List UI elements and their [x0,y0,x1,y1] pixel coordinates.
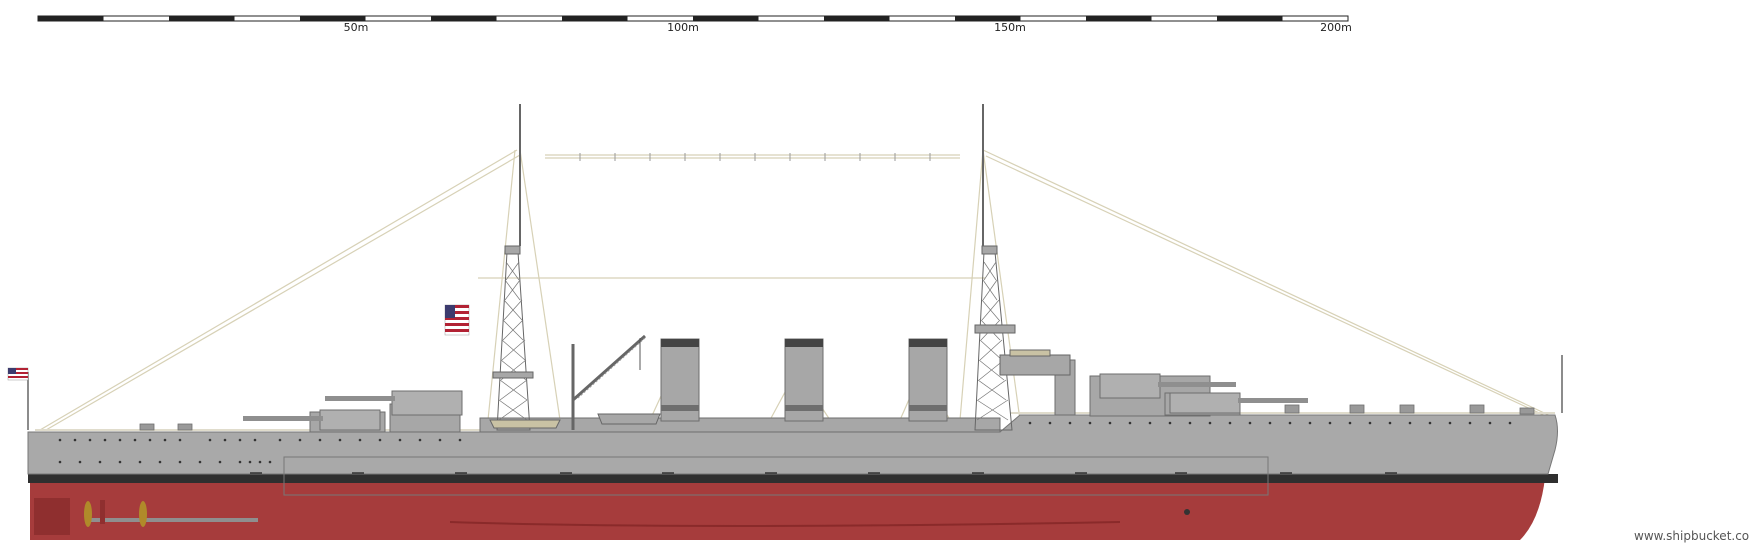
propeller-shaft [88,518,258,522]
boot-top [28,474,1558,483]
rudder [100,500,105,524]
scale-label-200m: 200m [1320,21,1352,34]
turret-aft-1 [243,409,381,431]
portholes [58,421,1512,464]
hull-upper [27,414,1558,475]
hull [27,414,1558,540]
propulsion [84,500,258,527]
funnel-1 [660,338,700,422]
funnel-2 [784,338,824,422]
armor-belt [283,456,1269,496]
hull-fitting [1184,509,1190,515]
credit-text: www.shipbucket.com [1634,529,1750,543]
jackstaffs [27,355,1563,430]
turret-fwd-2 [1169,392,1308,414]
ensign-flag-icon [7,367,29,381]
main-turrets [243,373,1308,431]
scale-label-150m: 150m [994,21,1026,34]
scale-label-50m: 50m [344,21,369,34]
ships-boats [489,413,661,429]
stern-skeg [34,498,70,535]
propeller-icon [139,501,147,527]
turret-aft-2 [325,390,463,416]
hull-lower [30,478,1545,540]
antenna-spreader-ticks [579,153,931,161]
forward-lattice-mast [974,104,1071,431]
hull-bilge-line [449,521,1121,527]
secondary-fittings [139,404,1535,431]
us-flag-icon [444,304,470,336]
aft-lattice-mast [492,104,534,431]
turret-fwd-1 [1099,373,1236,399]
scale-label-100m: 100m [667,21,699,34]
scale-bar: 50m 100m 150m 200m [37,15,1352,34]
boat-crane [571,334,646,430]
propeller-icon [84,501,92,527]
scale-bar-segments [38,16,1283,21]
funnels [660,338,948,422]
funnel-3 [908,338,948,422]
